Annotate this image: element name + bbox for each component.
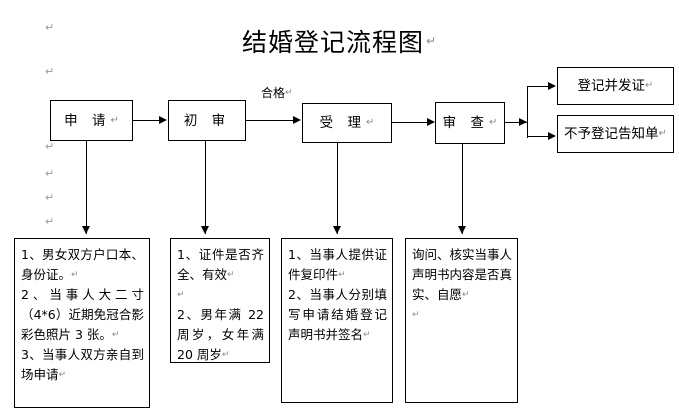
detail-line: 1、当事人提供证件复印件↵ — [288, 245, 387, 285]
paragraph-mark-icon: ↵ — [462, 290, 470, 300]
process-box-apply[interactable]: 申 请↵ — [50, 100, 133, 141]
paragraph-mark-icon: ↵ — [227, 270, 235, 280]
edge-label-qualified-text: 合格 — [261, 86, 286, 100]
detail-box-accept[interactable]: 1、当事人提供证件复印件↵ 2、当事人分别填写申请结婚登记声明书并签名↵ — [281, 238, 393, 403]
paragraph-mark-icon: ↵ — [110, 114, 119, 126]
detail-line: 3、当事人双方亲自到场申请↵ — [21, 345, 144, 385]
paragraph-mark-icon: ↵ — [58, 370, 67, 380]
detail-line-text: 询问、核实当事人声明书内容是否真实、自愿 — [412, 247, 513, 302]
paragraph-mark-icon: ↵ — [45, 215, 55, 228]
paragraph-mark-icon: ↵ — [111, 330, 120, 340]
paragraph-mark-icon: ↵ — [363, 330, 371, 340]
detail-line-text: 3、当事人双方亲自到场申请 — [21, 347, 144, 382]
detail-line: ↵ — [177, 285, 264, 305]
outcome-box-refuse-notice-label: 不予登记告知单 — [564, 126, 659, 142]
arrow-down-icon — [201, 226, 209, 234]
paragraph-mark-icon: ↵ — [285, 88, 293, 98]
paragraph-mark-icon: ↵ — [412, 310, 420, 320]
paragraph-mark-icon: ↵ — [488, 117, 498, 128]
paragraph-mark-icon: ↵ — [71, 270, 79, 280]
process-box-first-review-label: 初 审 — [183, 112, 231, 129]
detail-line: 询问、核实当事人声明书内容是否真实、自愿↵ — [412, 245, 512, 305]
connector-apply-to-first-review — [133, 120, 160, 122]
connector-examine-to-split — [505, 122, 527, 124]
paragraph-mark-icon: ↵ — [45, 167, 55, 180]
arrow-down-icon — [333, 226, 341, 234]
process-box-first-review[interactable]: 初 审 — [168, 100, 246, 141]
arrow-right-icon — [427, 118, 435, 126]
detail-box-first-review[interactable]: 1、证件是否齐全、有效↵ ↵ 2、男年满 22 周岁，女年满 20 周岁↵ — [170, 238, 270, 363]
paragraph-mark-icon: ↵ — [338, 270, 346, 280]
arrow-right-icon — [159, 116, 167, 124]
detail-line-text: 2、当事人大二寸（4*6）近期免冠合影彩色照片 3 张。 — [21, 287, 144, 342]
connector-split-to-register-issue — [527, 86, 549, 88]
paragraph-mark-icon: ↵ — [45, 21, 55, 34]
paragraph-mark-icon: ↵ — [365, 117, 375, 128]
paragraph-mark-icon: ↵ — [45, 140, 55, 153]
outcome-box-register-issue[interactable]: 登记并发证↵ — [557, 67, 674, 105]
detail-box-examine[interactable]: 询问、核实当事人声明书内容是否真实、自愿↵ ↵ — [405, 238, 518, 403]
detail-line: 1、证件是否齐全、有效↵ — [177, 245, 264, 285]
outcome-box-register-issue-label: 登记并发证 — [577, 78, 646, 94]
paragraph-mark-icon: ↵ — [425, 34, 438, 48]
detail-box-apply[interactable]: 1、男女双方户口本、身份证。↵ 2、当事人大二寸（4*6）近期免冠合影彩色照片 … — [14, 238, 150, 408]
connector-accept-to-detail — [337, 143, 339, 234]
edge-label-qualified: 合格↵ — [261, 86, 293, 100]
connector-split-vertical — [527, 86, 529, 138]
process-box-accept[interactable]: 受 理↵ — [302, 103, 392, 143]
connector-examine-to-detail — [462, 144, 464, 234]
detail-line: 1、男女双方户口本、身份证。↵ — [21, 245, 144, 285]
arrow-down-icon — [458, 226, 466, 234]
arrow-right-icon — [293, 116, 301, 124]
paragraph-mark-icon: ↵ — [177, 290, 185, 300]
arrow-right-icon — [548, 132, 556, 140]
detail-line: ↵ — [412, 305, 512, 325]
process-box-examine-label: 审 查 — [442, 115, 489, 131]
connector-first-review-to-detail — [205, 141, 207, 234]
detail-line-text: 1、男女双方户口本、身份证。 — [21, 247, 144, 282]
detail-line-text: 1、当事人提供证件复印件 — [288, 247, 387, 282]
outcome-box-refuse-notice[interactable]: 不予登记告知单↵ — [557, 115, 674, 153]
arrow-down-icon — [82, 226, 90, 234]
process-box-accept-label: 受 理 — [319, 115, 366, 131]
page-title-text: 结婚登记流程图 — [241, 28, 424, 57]
paragraph-mark-icon: ↵ — [45, 65, 55, 78]
detail-line-text: 1、证件是否齐全、有效 — [177, 247, 264, 282]
detail-line: 2、当事人分别填写申请结婚登记声明书并签名↵ — [288, 285, 387, 345]
arrow-right-icon — [548, 82, 556, 90]
process-box-examine[interactable]: 审 查↵ — [435, 102, 505, 144]
detail-line: 2、当事人大二寸（4*6）近期免冠合影彩色照片 3 张。↵ — [21, 285, 144, 345]
detail-line: 2、男年满 22 周岁，女年满 20 周岁↵ — [177, 305, 264, 362]
paragraph-mark-icon: ↵ — [645, 80, 654, 91]
arrow-right-icon — [519, 118, 527, 126]
connector-apply-to-detail — [86, 141, 88, 234]
paragraph-mark-icon: ↵ — [221, 350, 230, 360]
page-title: 结婚登记流程图↵ — [0, 26, 679, 58]
connector-first-review-to-accept — [246, 120, 294, 122]
paragraph-mark-icon: ↵ — [658, 128, 667, 139]
connector-split-to-refuse-notice — [527, 136, 549, 138]
detail-line-text: 2、男年满 22 周岁，女年满 20 周岁 — [177, 307, 264, 362]
connector-accept-to-examine — [392, 122, 428, 124]
detail-line-text: 2、当事人分别填写申请结婚登记声明书并签名 — [288, 287, 387, 342]
process-box-apply-label: 申 请 — [64, 112, 111, 129]
paragraph-mark-icon: ↵ — [45, 191, 55, 204]
